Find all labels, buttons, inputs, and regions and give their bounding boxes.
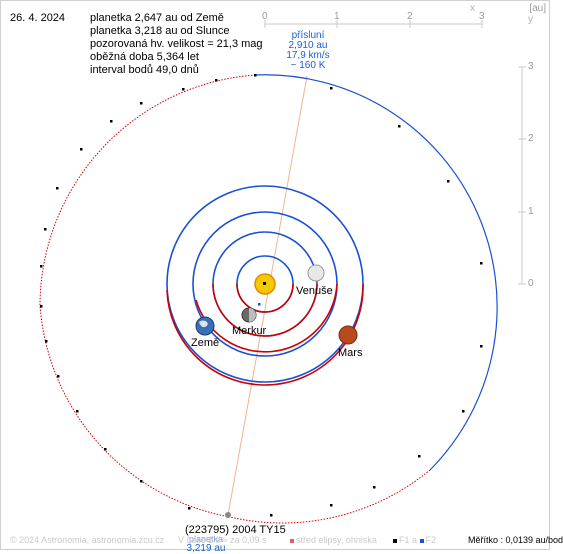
info-sun-distance: planetka 3,218 au od Slunce: [90, 25, 230, 37]
legend-foci: F1 a F2: [393, 535, 436, 545]
x-tick-2: 2: [407, 11, 413, 22]
x-axis-letter: x: [470, 3, 475, 14]
diagram-frame: [0, 0, 550, 550]
asteroid-distance: planetka 3,219 au: [186, 534, 226, 554]
venus-icon: [307, 264, 325, 282]
orbit-diagram: [39, 20, 526, 524]
center-dot-icon: [290, 538, 294, 543]
x-axis: [264, 20, 483, 28]
mercury-icon: [241, 307, 257, 323]
asteroid-distance-value: 3,219 au: [186, 543, 226, 554]
x-tick-0: 0: [262, 11, 268, 22]
legend-center-text: střed elipsy, ohniska: [296, 535, 377, 545]
mars-icon: [338, 325, 358, 345]
venus-label: Venuše: [296, 285, 333, 297]
perihelion-distance: 2,910 au: [288, 40, 328, 51]
unit-label: [au]: [529, 3, 546, 14]
legend-center: střed elipsy, ohniska: [290, 535, 377, 545]
y-tick-1: 1: [528, 206, 534, 217]
asteroid-orbit-blue: [254, 74, 498, 471]
mars-label: Mars: [338, 347, 363, 359]
y-tick-3: 3: [528, 61, 534, 72]
perihelion-label: přísluní: [291, 30, 325, 41]
info-magnitude: pozorovaná hv. velikost = 21,3 mag: [90, 38, 263, 50]
scale-label: Měřítko : 0,0139 au/bod: [468, 535, 563, 545]
time-note: V čase 1 s ≈ za 0,09 s: [178, 535, 267, 545]
info-panel: planetka 2,647 au od Země planetka 3,218…: [90, 12, 263, 77]
earth-label: Země: [191, 337, 220, 349]
mercury-label: Merkur: [232, 325, 267, 337]
info-period: oběžná doba 5,364 let: [90, 51, 199, 63]
perihelion-line: [227, 75, 308, 516]
y-tick-0: 0: [528, 278, 534, 289]
earth-icon: [195, 316, 215, 336]
sun-icon: [254, 273, 276, 295]
asteroid-faint-label: planetka: [188, 534, 224, 544]
y-tick-2: 2: [528, 133, 534, 144]
x-tick-1: 1: [334, 11, 340, 22]
info-earth-distance: planetka 2,647 au od Země: [90, 12, 224, 24]
legend-f1-text: F1 a: [399, 535, 418, 545]
legend-f2-text: F2: [425, 535, 437, 545]
x-tick-3: 3: [479, 11, 485, 22]
asteroid-name: (223795) 2004 TY15: [185, 524, 286, 536]
perihelion-info: přísluní 2,910 au 17,9 km/s ~ 160 K: [285, 31, 331, 71]
orbit-points: [40, 74, 483, 517]
perihelion-temperature: ~ 160 K: [290, 60, 326, 71]
y-axis-letter: y: [528, 14, 533, 25]
f1-dot-icon: [393, 538, 397, 543]
asteroid-orbit-red: [39, 74, 431, 524]
copyright: © 2024 Astronomia, astronomia.zcu.cz: [10, 535, 165, 545]
perihelion-speed: 17,9 km/s: [286, 50, 330, 61]
f2-dot-icon: [419, 538, 424, 543]
info-interval: interval bodů 49,0 dnů: [90, 64, 199, 76]
date-label: 26. 4. 2024: [10, 12, 66, 24]
y-axis: [518, 66, 526, 285]
asteroid-icon: [225, 512, 231, 518]
